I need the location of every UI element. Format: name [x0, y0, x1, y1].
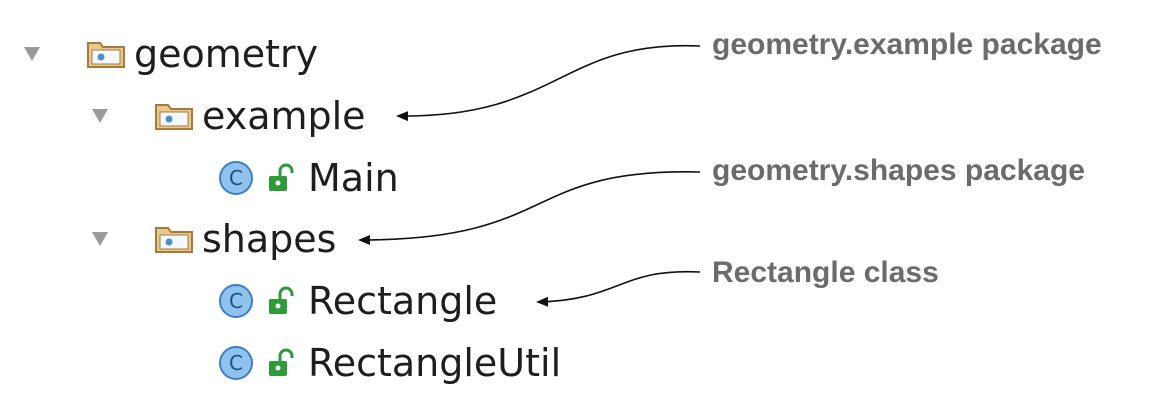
package-folder-icon [87, 42, 125, 68]
disclosure-triangle-icon[interactable] [92, 232, 108, 246]
class-icon: C [219, 284, 253, 318]
public-lock-icon [269, 286, 294, 314]
annotation-shapes-package: geometry.shapes package [712, 154, 1085, 187]
package-folder-icon [155, 104, 193, 130]
tree-row-shapes[interactable]: shapes [92, 211, 336, 267]
svg-text:C: C [229, 289, 243, 313]
annotation-rectangle-class: Rectangle class [712, 256, 939, 289]
tree-node-label: RectangleUtil [308, 341, 562, 385]
annotation-example-package: geometry.example package [712, 28, 1102, 61]
tree-node-label: example [202, 94, 366, 138]
arrow-to-rectangle [536, 270, 701, 307]
tree-node-label: Rectangle [308, 279, 498, 323]
public-lock-icon [269, 163, 294, 191]
tree-row-geometry[interactable]: geometry [24, 26, 318, 82]
package-folder-icon [155, 227, 193, 253]
class-icon: C [219, 161, 253, 195]
arrow-to-shapes [358, 171, 701, 245]
tree-row-rectangleutil[interactable]: C RectangleUtil [218, 335, 561, 391]
tree-node-label: shapes [202, 217, 337, 261]
tree-node-label: Main [308, 156, 399, 200]
tree-row-example[interactable]: example [92, 88, 366, 144]
svg-text:C: C [229, 351, 243, 375]
tree-row-main[interactable]: C Main [218, 150, 399, 206]
tree-row-rectangle[interactable]: C Rectangle [218, 273, 497, 329]
svg-text:C: C [229, 166, 243, 190]
disclosure-triangle-icon[interactable] [92, 109, 108, 123]
tree-node-label: geometry [134, 32, 319, 76]
arrow-to-example [396, 44, 701, 122]
disclosure-triangle-icon[interactable] [24, 47, 40, 61]
public-lock-icon [269, 348, 294, 376]
class-icon: C [219, 346, 253, 380]
